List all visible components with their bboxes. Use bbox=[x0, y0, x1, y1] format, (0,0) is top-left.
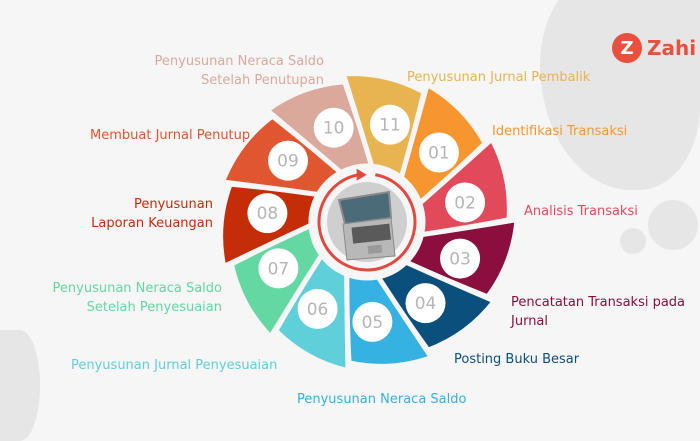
label-line: Setelah Penutupan bbox=[201, 73, 324, 88]
step-label-04: Posting Buku Besar bbox=[454, 352, 580, 367]
step-number: 02 bbox=[454, 193, 476, 213]
step-segment-11: 11 bbox=[339, 71, 427, 182]
label-line: Laporan Keuangan bbox=[91, 216, 213, 231]
step-number: 11 bbox=[379, 116, 401, 136]
step-label-11: Penyusunan Jurnal Pembalik bbox=[407, 70, 591, 85]
step-segment-05: 05 bbox=[344, 270, 436, 369]
step-label-03: Pencatatan Transaksi pada Jurnal bbox=[511, 295, 686, 329]
step-number: 05 bbox=[362, 313, 384, 333]
step-number-badge bbox=[258, 248, 299, 289]
step-number: 01 bbox=[428, 144, 450, 164]
step-number: 07 bbox=[268, 259, 290, 279]
step-number: 06 bbox=[307, 300, 329, 320]
step-number-badge bbox=[405, 283, 446, 324]
background-circle bbox=[620, 228, 646, 254]
step-number: 08 bbox=[257, 204, 279, 224]
brand-logo: Z Zahi bbox=[612, 33, 696, 63]
label-line: Penyusunan bbox=[133, 197, 213, 212]
step-label-02: Analisis Transaksi bbox=[524, 204, 638, 219]
step-label-06: Penyusunan Jurnal Penyesuaian bbox=[71, 358, 278, 373]
step-label-01: Identifikasi Transaksi bbox=[492, 124, 628, 139]
label-line: Penyusunan Neraca Saldo bbox=[154, 54, 324, 69]
step-number: 03 bbox=[449, 250, 471, 270]
brand-name: Zahi bbox=[647, 36, 697, 60]
step-label-05: Penyusunan Neraca Saldo bbox=[297, 392, 467, 407]
step-segment-06: 06 bbox=[272, 250, 351, 374]
step-number-badge bbox=[268, 140, 309, 181]
background-circle bbox=[648, 200, 698, 250]
step-number-badge bbox=[369, 104, 410, 145]
step-number-badge bbox=[297, 288, 338, 329]
logo-icon: Z bbox=[612, 33, 642, 63]
step-number-badge bbox=[247, 193, 288, 234]
step-number-badge bbox=[313, 107, 354, 148]
background-blob bbox=[0, 330, 40, 441]
step-number-badge bbox=[418, 132, 459, 173]
step-number: 10 bbox=[323, 119, 345, 139]
laptop-icon bbox=[337, 190, 396, 261]
step-number: 09 bbox=[277, 152, 299, 172]
step-number-badge bbox=[440, 238, 481, 279]
arrow-head-icon bbox=[356, 168, 367, 181]
step-segment-04: 04 bbox=[374, 259, 499, 354]
step-number-badge bbox=[445, 182, 486, 223]
label-line: Penyusunan Neraca Saldo bbox=[52, 281, 222, 296]
label-line: Setelah Penyesuaian bbox=[86, 300, 222, 315]
step-number-badge bbox=[352, 301, 393, 342]
step-segment-02: 02 bbox=[416, 134, 512, 238]
cycle-arrow bbox=[317, 173, 417, 272]
step-number: 04 bbox=[415, 294, 437, 314]
step-label-09: Membuat Jurnal Penutup bbox=[90, 128, 251, 143]
